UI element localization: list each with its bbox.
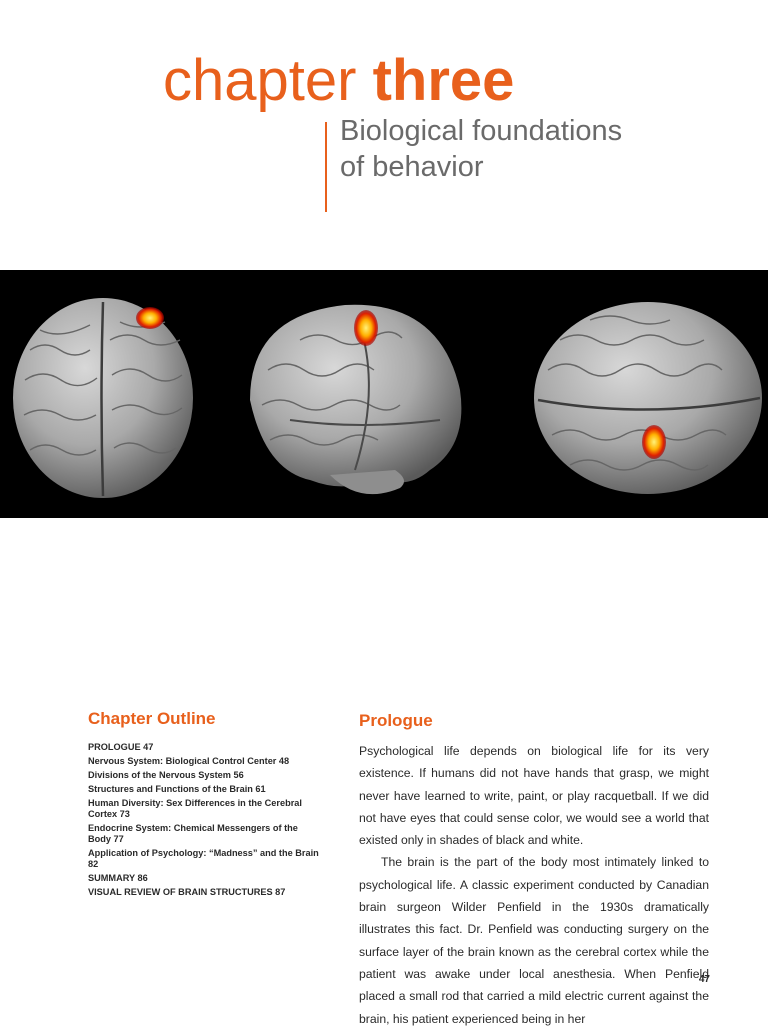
- brain-scan-figure: [0, 270, 768, 518]
- brain-side-view: [250, 304, 462, 495]
- outline-item: Nervous System: Biological Control Cente…: [88, 756, 290, 766]
- prologue-paragraph-1: Psychological life depends on biological…: [359, 744, 709, 848]
- outline-item: VISUAL REVIEW OF BRAIN STRUCTURES 87: [88, 887, 286, 897]
- chapter-title: Biological foundations of behavior: [340, 113, 622, 185]
- outline-item: SUMMARY 86: [88, 873, 148, 883]
- chapter-title-line-1: Biological foundations: [340, 115, 623, 147]
- prologue-body: Psychological life depends on biological…: [359, 740, 709, 1030]
- outline-item: Divisions of the Nervous System 56: [88, 770, 244, 780]
- page-number: 47: [698, 974, 710, 985]
- chapter-outline-heading: Chapter Outline: [88, 709, 216, 728]
- chapter-number: three: [372, 48, 515, 113]
- outline-item: PROLOGUE 47: [88, 742, 154, 752]
- brain-scan-illustration: [13, 298, 762, 498]
- chapter-heading: chapter three: [163, 46, 514, 116]
- chapter-outline-list: PROLOGUE 47 Nervous System: Biological C…: [88, 742, 320, 901]
- outline-item: Human Diversity: Sex Differences in the …: [88, 798, 302, 819]
- prologue-paragraph-2: The brain is the part of the body most i…: [359, 855, 709, 1026]
- chapter-word: chapter: [163, 48, 357, 113]
- brain-bottom-view: [534, 302, 762, 494]
- prologue-heading: Prologue: [359, 711, 433, 730]
- brain-top-view: [13, 298, 193, 498]
- chapter-title-line-2: of behavior: [340, 151, 484, 183]
- outline-item: Endocrine System: Chemical Messengers of…: [88, 823, 298, 844]
- outline-item: Structures and Functions of the Brain 61: [88, 784, 266, 794]
- outline-item: Application of Psychology: “Madness” and…: [88, 848, 319, 869]
- title-divider: [325, 122, 327, 212]
